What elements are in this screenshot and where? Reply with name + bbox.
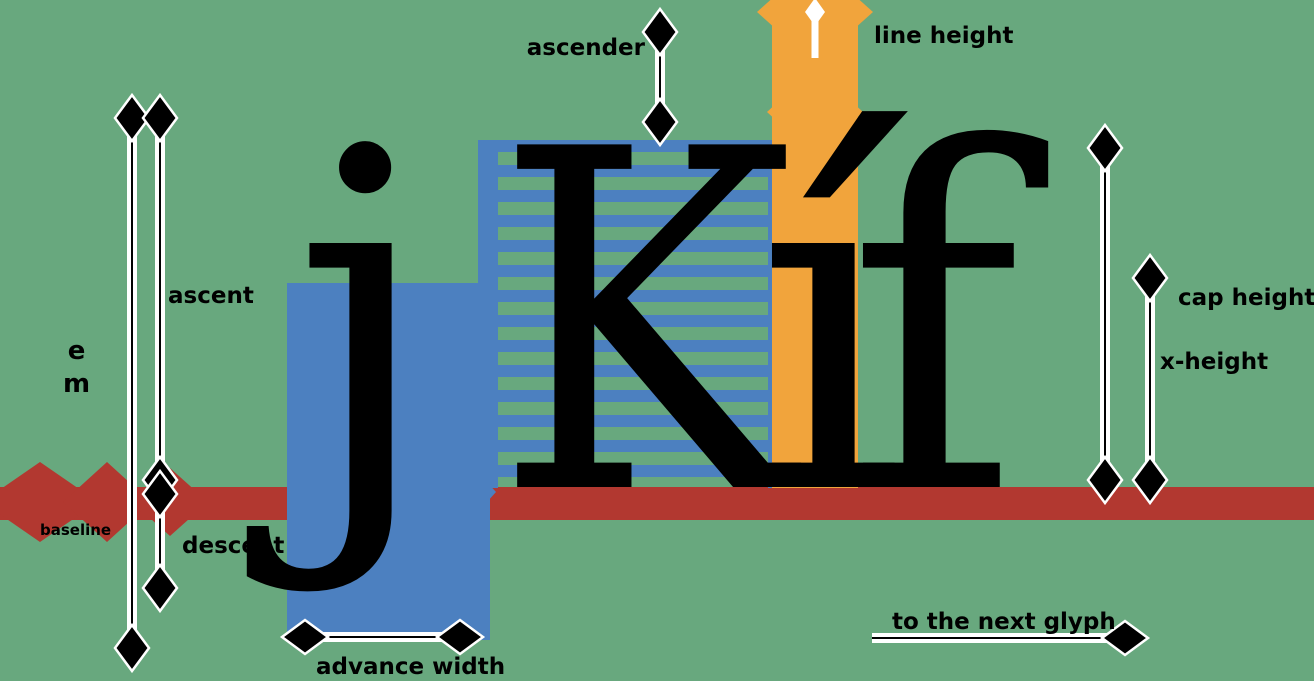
- ascender-arrow: [641, 7, 679, 147]
- line-height-label: line height: [874, 23, 1014, 49]
- glyph-width-diamond: [291, 452, 363, 532]
- up-arrow-icon: [805, 0, 825, 26]
- line-height-arrow-diamond: [773, 212, 857, 288]
- advance-width-label: advance width: [316, 654, 506, 680]
- x-height-label: x-height: [1160, 349, 1269, 375]
- baseline-label: baseline: [40, 521, 112, 539]
- glyph-K: K: [495, 51, 802, 598]
- glyph-f: f: [846, 51, 1052, 598]
- ascender-label: ascender: [526, 35, 645, 61]
- next-glyph-label: to the next glyph: [892, 609, 1116, 635]
- cap-height-label: cap height: [1178, 285, 1314, 311]
- advance-width-arrow: [280, 618, 485, 656]
- line-height-arrow-diamond: [767, 68, 863, 156]
- glyph-bounding-box-K: [478, 140, 788, 488]
- cap-height-arrow: [1086, 123, 1124, 505]
- line-height-bar: [757, 0, 873, 488]
- glyph-box-hatching: [478, 140, 788, 488]
- sample-glyphs: j K í f: [241, 51, 1052, 598]
- glyph-box-rail: [478, 140, 498, 488]
- next-glyph-arrow: [872, 619, 1150, 657]
- glyph-i-acute: í: [755, 51, 909, 598]
- ascent-arrow: [141, 93, 179, 505]
- x-height-arrow: [1131, 253, 1169, 505]
- ascent-label: ascent: [168, 283, 254, 309]
- descent-arrow: [141, 469, 179, 613]
- em-arrow: [113, 93, 151, 673]
- em-label: em: [61, 336, 92, 402]
- descent-label: descent: [182, 533, 285, 559]
- baseline-arrow-diamond: [0, 462, 98, 542]
- baseline-band-strip: [0, 487, 1314, 520]
